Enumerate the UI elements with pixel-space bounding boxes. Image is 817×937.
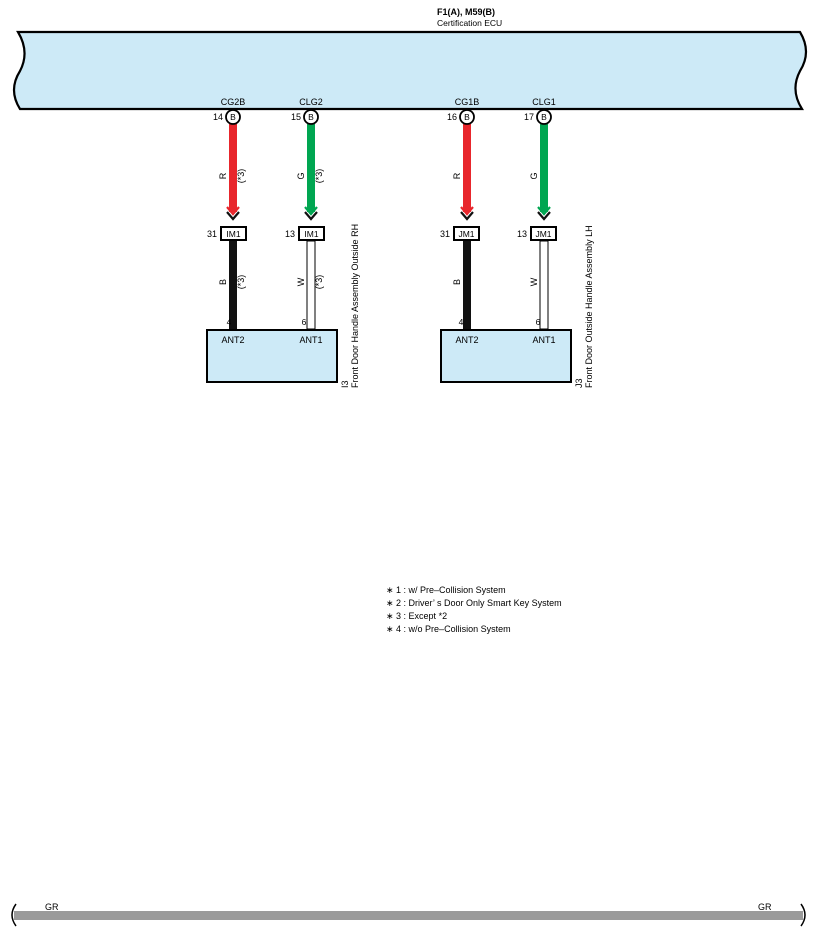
wire-g-1 (307, 124, 315, 212)
j3-name: Front Door Outside Handle Assembly LH (584, 225, 594, 388)
wire-code-b-2: B (452, 279, 462, 285)
i3-pin-a-num: 4 (227, 317, 232, 327)
terminal-conn-2: B (308, 112, 314, 122)
ground-bus (14, 911, 803, 920)
footnote-4: ∗ 4 : w/o Pre–Collision System (386, 624, 511, 634)
wire-w-2 (539, 240, 549, 330)
junction-arrows (226, 206, 551, 221)
wire-note-2: (*3) (314, 169, 324, 184)
j3-pin-ant2: ANT2 (455, 335, 478, 345)
wire-code-w-2: W (529, 277, 539, 286)
component-i3-body (206, 329, 338, 383)
ecu-body (12, 30, 808, 111)
ground-bus-left-break (11, 903, 17, 927)
junction-pin-2: 13 (285, 229, 295, 239)
junction-conn-1: IM1 (226, 229, 240, 239)
junction-pin-1: 31 (207, 229, 217, 239)
junction-pin-3: 31 (440, 229, 450, 239)
wire-code-b-1: B (218, 279, 228, 285)
component-j3-body (440, 329, 572, 383)
wire-r-2 (463, 124, 471, 212)
wire-r-1 (229, 124, 237, 212)
ecu-connector-label: F1(A), M59(B) (437, 7, 495, 17)
footnotes: ∗ 1 : w/ Pre–Collision System ∗ 2 : Driv… (386, 584, 562, 636)
pin-num-17: 17 (524, 112, 534, 122)
i3-pin-b-num: 6 (302, 317, 307, 327)
terminal-conn-1: B (230, 112, 236, 122)
j3-pin-a-num: 4 (459, 317, 464, 327)
pin-num-16: 16 (447, 112, 457, 122)
junction-conn-3: JM1 (458, 229, 474, 239)
footnote-2: ∗ 2 : Driver’ s Door Only Smart Key Syst… (386, 598, 562, 608)
pin-name-clg2: CLG2 (299, 97, 323, 107)
junction-conn-2: IM1 (304, 229, 318, 239)
j3-id: J3 (574, 378, 584, 388)
j3-pin-ant1: ANT1 (532, 335, 555, 345)
terminal-conn-3: B (464, 112, 470, 122)
ecu-name: Certification ECU (437, 18, 502, 28)
footnote-1: ∗ 1 : w/ Pre–Collision System (386, 585, 506, 595)
terminal-circles (225, 109, 552, 125)
ground-bus-right-label: GR (758, 902, 772, 912)
pin-name-cg2b: CG2B (221, 97, 246, 107)
i3-name: Front Door Handle Assembly Outside RH (350, 224, 360, 388)
wire-g-2 (540, 124, 548, 212)
ground-bus-right-break (800, 903, 806, 927)
wire-code-g-1: G (296, 172, 306, 179)
footnote-3: ∗ 3 : Except *2 (386, 611, 448, 621)
i3-pin-ant1: ANT1 (299, 335, 322, 345)
j3-pin-b-num: 6 (536, 317, 541, 327)
wire-code-r-1: R (218, 172, 228, 179)
pin-num-14: 14 (213, 112, 223, 122)
i3-id: I3 (340, 380, 350, 388)
wire-note-3: (*3) (236, 275, 246, 290)
wire-code-w-1: W (296, 277, 306, 286)
wire-b-2 (463, 241, 471, 329)
junction-conn-4: JM1 (535, 229, 551, 239)
pin-name-clg1: CLG1 (532, 97, 556, 107)
ground-bus-left-label: GR (45, 902, 59, 912)
junction-pin-4: 13 (517, 229, 527, 239)
wire-b-1 (229, 241, 237, 329)
wire-code-r-2: R (452, 172, 462, 179)
wire-note-1: (*3) (236, 169, 246, 184)
pin-name-cg1b: CG1B (455, 97, 480, 107)
junction-boxes (220, 226, 557, 241)
i3-pin-ant2: ANT2 (221, 335, 244, 345)
pin-num-15: 15 (291, 112, 301, 122)
wire-note-4: (*3) (314, 275, 324, 290)
terminal-conn-4: B (541, 112, 547, 122)
wire-code-g-2: G (529, 172, 539, 179)
